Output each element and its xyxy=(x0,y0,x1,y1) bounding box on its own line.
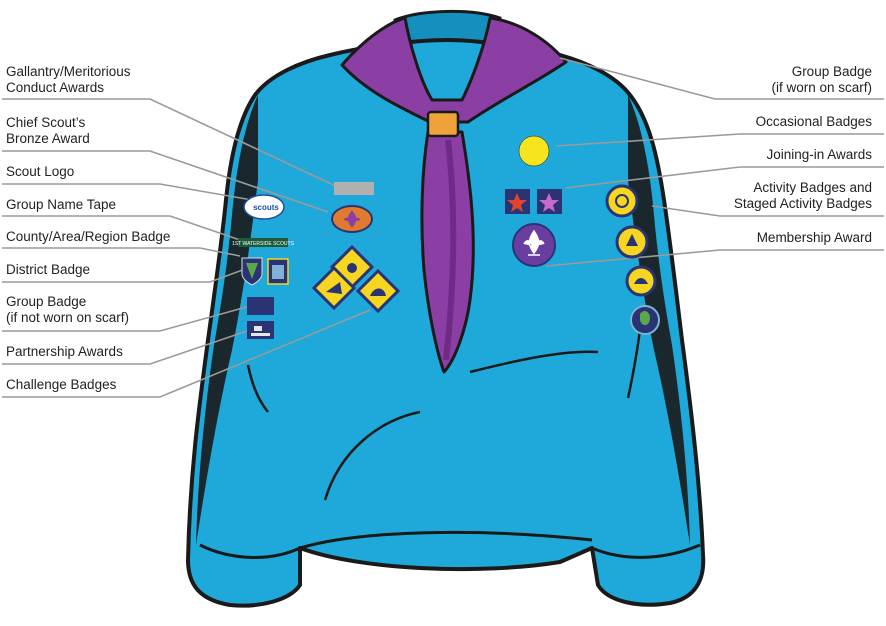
label-scout-logo: Scout Logo xyxy=(6,164,74,180)
pocket-line-left xyxy=(323,410,421,501)
district-badge-emblem xyxy=(272,265,284,279)
label-gallantry-line-2: Conduct Awards xyxy=(6,80,105,95)
sleeve-fold-left xyxy=(246,364,269,413)
label-partnership-awards: Partnership Awards xyxy=(6,344,123,360)
scout-logo-text: scouts xyxy=(253,203,279,212)
label-partnership-awards-line-1: Partnership Awards xyxy=(6,344,123,359)
scarf-tail xyxy=(420,130,475,374)
scout-logo-badge xyxy=(243,194,285,220)
leader-chief-scout xyxy=(2,150,329,213)
challenge-emblem-right xyxy=(370,288,386,296)
label-group-badge-not-scarf: Group Badge (if not worn on scarf) xyxy=(6,294,129,326)
hem-line xyxy=(299,530,593,550)
activity-badge-3-emblem xyxy=(634,278,648,284)
label-membership-award-line-1: Membership Award xyxy=(756,230,872,245)
group-name-tape-badge xyxy=(238,238,288,247)
leader-activity xyxy=(651,205,884,217)
label-group-name-tape: Group Name Tape xyxy=(6,197,116,213)
sleeve-fold-right xyxy=(626,329,642,399)
label-challenge-badges-line-1: Challenge Badges xyxy=(6,377,117,392)
partnership-award-emblem xyxy=(251,326,270,336)
joining-in-star-2 xyxy=(539,193,559,212)
leader-county-badge xyxy=(2,247,241,257)
leader-group-name-tape xyxy=(2,215,241,241)
label-county-badge-line-1: County/Area/Region Badge xyxy=(6,229,171,244)
label-membership-award: Membership Award xyxy=(757,230,872,246)
badges: scouts 1ST WATERSIDE SCOUTS xyxy=(232,135,660,339)
label-chief-scout-line-1: Chief Scout’s xyxy=(6,115,86,130)
leader-partnership xyxy=(2,329,251,365)
label-activity-badges-line-2: Staged Activity Badges xyxy=(733,196,872,211)
leader-gallantry xyxy=(2,98,341,189)
label-joining-in-awards: Joining-in Awards xyxy=(766,147,872,163)
label-chief-scout: Chief Scout’s Bronze Award xyxy=(6,115,90,147)
joining-in-star-1 xyxy=(507,193,527,212)
label-group-name-tape-line-1: Group Name Tape xyxy=(6,197,117,212)
label-activity-badges: Activity Badges and Staged Activity Badg… xyxy=(734,180,872,212)
label-county-badge: County/Area/Region Badge xyxy=(6,229,170,245)
woggle xyxy=(426,110,460,138)
label-gallantry-line-1: Gallantry/Meritorious xyxy=(6,64,131,79)
occasional-badge xyxy=(518,135,550,167)
county-badge-emblem xyxy=(246,263,258,279)
leader-group-badge-not-scarf xyxy=(2,305,251,332)
activity-badge-2-emblem xyxy=(626,234,638,246)
membership-fleur-icon xyxy=(523,229,545,256)
label-group-badge-not-scarf-line-2: (if not worn on scarf) xyxy=(6,310,130,325)
activity-badge-1 xyxy=(605,184,639,218)
challenge-badges xyxy=(311,244,401,314)
label-activity-badges-line-1: Activity Badges and xyxy=(753,180,872,195)
activity-badges xyxy=(605,184,660,335)
leader-lines xyxy=(2,57,884,398)
leader-occasional xyxy=(555,133,884,147)
fleur-de-lis-icon xyxy=(343,210,361,228)
leader-scout-logo xyxy=(2,183,253,201)
activity-badge-4-emblem xyxy=(640,311,650,326)
label-challenge-badges: Challenge Badges xyxy=(6,377,116,393)
label-scout-logo-line-1: Scout Logo xyxy=(6,164,75,179)
group-name-tape-text: 1ST WATERSIDE SCOUTS xyxy=(232,241,295,247)
challenge-emblem-top xyxy=(347,263,357,273)
scarf-tail-shadow xyxy=(443,139,457,361)
jumper-left-side-shadow xyxy=(196,95,258,545)
label-district-badge-line-1: District Badge xyxy=(6,262,91,277)
label-group-badge-scarf-line-1: Group Badge xyxy=(791,64,872,79)
leader-joining-in xyxy=(564,166,884,189)
label-chief-scout-line-2: Bronze Award xyxy=(6,131,90,146)
label-occasional-badges: Occasional Badges xyxy=(756,114,872,130)
label-district-badge: District Badge xyxy=(6,262,90,278)
right-cuff-line xyxy=(591,543,701,559)
leader-district-badge xyxy=(2,267,249,283)
group-badge-patch xyxy=(247,297,274,315)
gallantry-award-badge xyxy=(334,182,374,195)
left-cuff-line xyxy=(199,543,301,559)
label-group-badge-scarf: Group Badge (if worn on scarf) xyxy=(771,64,872,96)
label-group-badge-not-scarf-line-1: Group Badge xyxy=(6,294,87,309)
leader-challenge xyxy=(2,309,371,398)
label-group-badge-scarf-line-2: (if worn on scarf) xyxy=(771,80,872,95)
pocket-line-right xyxy=(469,350,599,374)
leader-membership xyxy=(545,249,884,267)
activity-badge-1-emblem xyxy=(615,194,629,208)
challenge-emblem-left xyxy=(326,282,342,294)
label-occasional-badges-line-1: Occasional Badges xyxy=(755,114,872,129)
label-joining-in-awards-line-1: Joining-in Awards xyxy=(766,147,872,162)
label-gallantry: Gallantry/Meritorious Conduct Awards xyxy=(6,64,131,96)
leader-group-badge-scarf xyxy=(559,57,884,100)
